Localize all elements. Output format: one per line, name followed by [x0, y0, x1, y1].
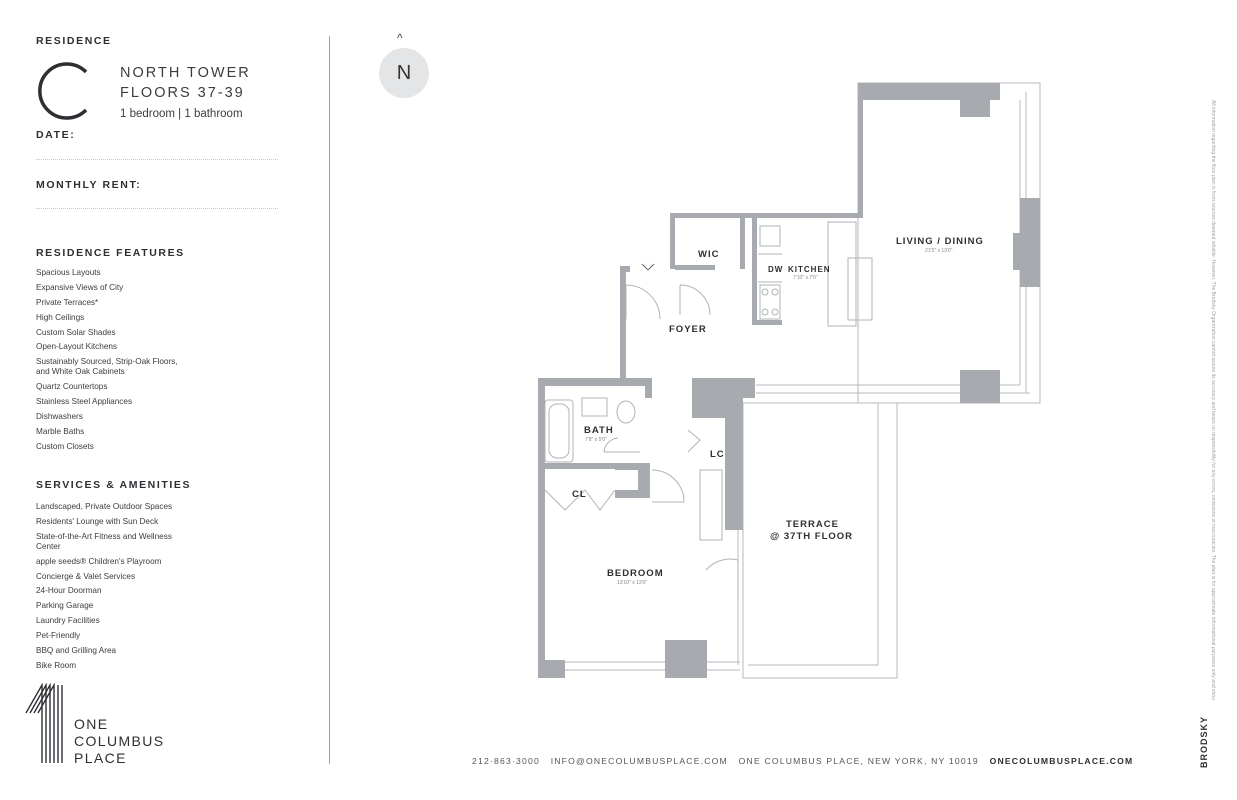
terrace-floor-label: @ 37TH FLOOR	[770, 531, 853, 542]
features-item: Spacious Layouts	[36, 268, 101, 277]
disclaimer-text: All information regarding the floor plan…	[1210, 100, 1216, 700]
features-item: Marble Baths	[36, 426, 85, 436]
features-item: Custom Closets	[36, 441, 94, 451]
kitchen-dims: 7'10" x 7'0"	[793, 275, 818, 281]
amenities-item: Pet-Friendly	[36, 631, 81, 641]
plan-walls: LIVING / DINING 21'5" x 13'0" KITCHEN 7'…	[538, 82, 1041, 679]
bedroom-dims: 13'10" x 13'0"	[617, 580, 647, 586]
amenities-title: SERVICES & AMENITIES	[36, 479, 192, 491]
features-item: Private Terraces*	[36, 297, 99, 307]
features-item: Sustainably Sourced, Strip-Oak Floors, a…	[36, 357, 178, 377]
tower-info: NORTH TOWER FLOORS 37-39	[120, 63, 251, 103]
features-item: Stainless Steel Appliances	[36, 397, 133, 407]
amenities-item: Concierge & Valet Services	[36, 571, 136, 581]
north-arrow-icon: ^	[397, 31, 403, 45]
features-item: Expansive Views of City	[36, 282, 124, 292]
features-item: High Ceilings	[36, 312, 85, 322]
footer-website[interactable]: ONECOLUMBUSPLACE.COM	[989, 756, 1134, 766]
footer-email[interactable]: INFO@ONECOLUMBUSPLACE.COM	[550, 756, 728, 766]
amenities-item: apple seeds® Children's Playroom	[36, 556, 162, 566]
footer-phone: 212·863·3000	[472, 756, 540, 766]
brodsky-label: BRODSKY	[1199, 715, 1209, 768]
amenities-item: Bike Room	[36, 660, 77, 670]
amenities-item: BBQ and Grilling Area	[36, 646, 117, 656]
logo-line2: COLUMBUS	[74, 733, 165, 749]
one-columbus-logo-icon	[25, 683, 63, 763]
beds-baths: 1 bedroom | 1 bathroom	[120, 108, 243, 120]
amenities-item: Residents' Lounge with Sun Deck	[36, 516, 159, 526]
foyer-label: FOYER	[669, 324, 707, 335]
dw-label: DW	[768, 265, 783, 274]
living-dining-label: LIVING / DINING	[896, 236, 984, 247]
features-item: Quartz Countertops	[36, 382, 108, 392]
amenities-item: 24-Hour Doorman	[36, 586, 102, 596]
sidebar: RESIDENCE NORTH TOWER FLOORS 37-39 1 bed…	[0, 0, 330, 800]
kitchen-label: KITCHEN	[788, 265, 831, 274]
terrace-label: TERRACE	[786, 519, 839, 530]
logo-text: ONE COLUMBUS PLACE	[74, 716, 165, 767]
rent-line	[36, 208, 278, 209]
bath-dims: 7'8" x 5'0"	[585, 437, 607, 443]
bath-label: BATH	[584, 425, 614, 436]
disclaimer: All information regarding the floor plan…	[1208, 100, 1216, 700]
date-label: DATE:	[36, 129, 76, 141]
bedroom-label: BEDROOM	[607, 568, 664, 579]
features-item: Dishwashers	[36, 412, 83, 422]
wic-label: WIC	[698, 249, 719, 260]
living-dims: 21'5" x 13'0"	[925, 248, 953, 254]
floors: FLOORS 37-39	[120, 85, 245, 101]
footer-address: ONE COLUMBUS PLACE, NEW YORK, NY 10019	[738, 756, 979, 766]
features-item: Custom Solar Shades	[36, 327, 116, 337]
amenities-item: Landscaped, Private Outdoor Spaces	[36, 502, 173, 511]
logo-line1: ONE	[74, 716, 109, 732]
brodsky-brand: BRODSKY	[1199, 716, 1213, 768]
lc-label: LC	[710, 449, 725, 460]
features-item: Open-Layout Kitchens	[36, 342, 118, 352]
date-line	[36, 159, 278, 160]
cl-label: CL	[572, 489, 587, 500]
residence-letter	[38, 62, 88, 120]
amenities-item: Laundry Facilities	[36, 616, 100, 626]
logo-line3: PLACE	[74, 750, 127, 766]
tower-name: NORTH TOWER	[120, 65, 251, 81]
sidebar-divider	[329, 36, 330, 764]
rent-label: MONTHLY RENT:	[36, 179, 142, 191]
amenities-item: Parking Garage	[36, 601, 94, 611]
residence-label: RESIDENCE	[36, 35, 112, 47]
features-title: RESIDENCE FEATURES	[36, 247, 185, 259]
footer-contact: 212·863·3000 INFO@ONECOLUMBUSPLACE.COM O…	[472, 756, 1133, 766]
amenities-item: State-of-the-Art Fitness and Wellness Ce…	[36, 531, 172, 551]
compass-north: N	[379, 48, 429, 98]
